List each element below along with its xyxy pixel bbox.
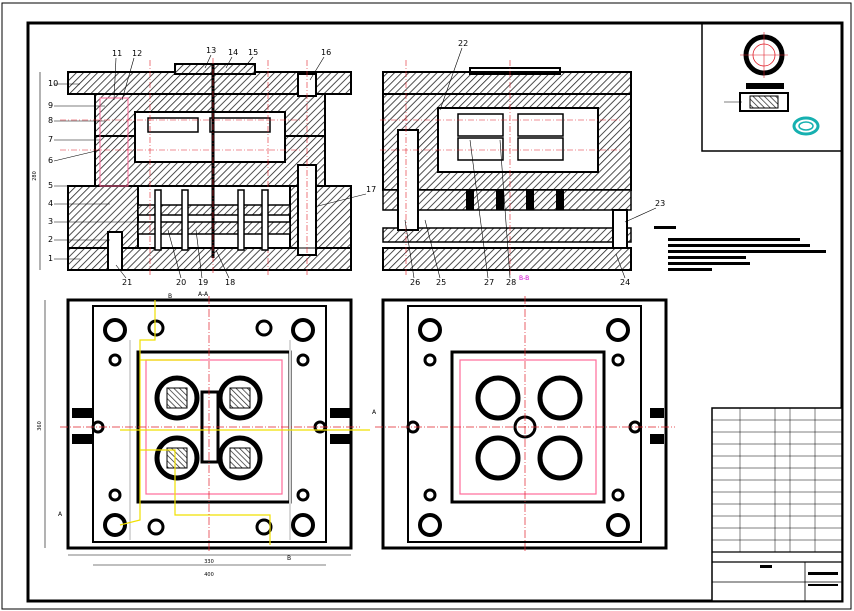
dim-plan-outer: 400: [204, 572, 214, 578]
balloon-7: 7: [48, 135, 53, 144]
plan-view-left: 330 400 360: [37, 296, 370, 578]
dim-height-left: 280: [32, 171, 38, 181]
balloon-6: 6: [48, 156, 53, 165]
balloon-3: 3: [48, 217, 53, 226]
balloon-15: 15: [248, 48, 258, 57]
balloon-21: 21: [122, 278, 132, 287]
cut-label-a-right: A: [372, 409, 377, 416]
cut-label-b-top: B: [168, 293, 172, 300]
balloon-17: 17: [366, 185, 376, 194]
balloon-1: 1: [48, 254, 53, 263]
balloon-5: 5: [48, 181, 53, 190]
balloon-labels-right: 22 23 24 25 26 27 28: [410, 39, 665, 287]
inner-frame: [26, 21, 844, 603]
dim-plan-inner: 330: [204, 559, 214, 565]
cut-label-b-bottom: B: [287, 555, 291, 562]
balloon-22: 22: [458, 39, 468, 48]
balloon-9: 9: [48, 101, 53, 110]
bb-section-view: [380, 60, 632, 275]
bom-and-title-block: [711, 407, 843, 602]
balloon-4: 4: [48, 199, 53, 208]
section-label-aa: A-A: [198, 291, 209, 298]
balloon-28: 28: [506, 278, 516, 287]
dim-plan-height: 360: [37, 421, 43, 431]
balloon-10: 10: [48, 79, 58, 88]
product-view-box: [701, 22, 843, 152]
balloon-12: 12: [132, 49, 142, 58]
balloon-27: 27: [484, 278, 494, 287]
balloon-leaders-right: [404, 47, 657, 279]
balloon-20: 20: [176, 278, 186, 287]
balloon-13: 13: [206, 46, 216, 55]
balloon-24: 24: [620, 278, 630, 287]
balloon-8: 8: [48, 116, 53, 125]
section-label-bb: B-B: [519, 275, 529, 282]
balloon-26: 26: [410, 278, 420, 287]
balloon-18: 18: [225, 278, 235, 287]
main-section-view: 280: [32, 58, 352, 275]
balloon-19: 19: [198, 278, 208, 287]
balloon-23: 23: [655, 199, 665, 208]
balloon-16: 16: [321, 48, 331, 57]
plan-view-right: [375, 296, 675, 552]
balloon-14: 14: [228, 48, 238, 57]
balloon-11: 11: [112, 49, 122, 58]
technical-notes: [654, 226, 826, 271]
balloon-leaders-main: [53, 54, 367, 279]
cut-label-a-left: A: [58, 511, 63, 518]
balloon-25: 25: [436, 278, 446, 287]
balloon-2: 2: [48, 235, 53, 244]
